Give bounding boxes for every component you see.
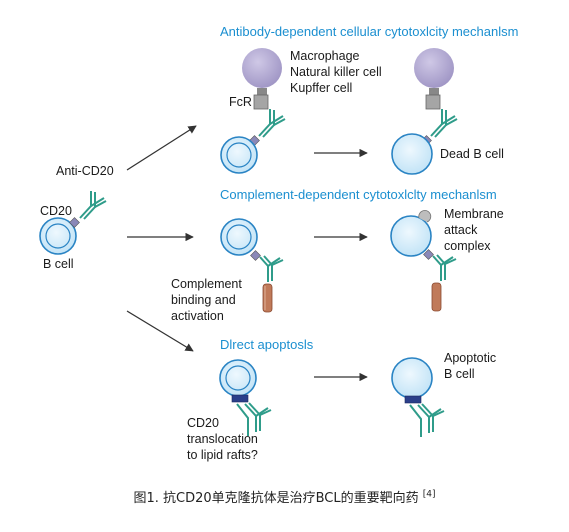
effector-label-3: Kupffer cell	[290, 81, 352, 95]
mac-label-3: complex	[444, 239, 491, 253]
translocation-label-1: CD20	[187, 416, 219, 430]
caption-text: 图1. 抗CD20单克隆抗体是治疗BCL的重要靶向药	[133, 491, 419, 506]
effector-label-1: Macrophage	[290, 49, 360, 63]
apoptotic-label-1: Apoptotic	[444, 351, 496, 365]
complement-label-1: Complement	[171, 277, 242, 291]
b-cell-label: B cell	[43, 257, 74, 271]
lipid-raft-cd20	[231, 394, 249, 403]
translocation-label-2: translocation	[187, 432, 258, 446]
apoptosis-antibodies	[236, 402, 272, 436]
complement-protein-result	[431, 282, 442, 312]
anti-cd20-antibody	[79, 191, 107, 220]
source-b-cell	[39, 217, 77, 255]
apoptotic-label-2: B cell	[444, 367, 475, 381]
cdc-b-cell	[220, 218, 258, 256]
apoptosis-antibodies-result	[409, 403, 445, 437]
apoptotic-b-cell	[391, 357, 433, 399]
mac-label-2: attack	[444, 223, 478, 237]
cdc-title: Complement-dependent cytotoxlclty mechan…	[220, 187, 497, 202]
anti-cd20-label: Anti-CD20	[56, 164, 114, 178]
complement-label-3: activation	[171, 309, 224, 323]
fcr-stalk	[257, 88, 267, 95]
adcc-title: Antibody-dependent cellular cytotoxlcity…	[220, 24, 518, 39]
fcr-label: FcR	[229, 95, 252, 109]
complement-protein	[262, 283, 273, 313]
mac-pore	[418, 210, 432, 223]
figure-caption: 图1. 抗CD20单克隆抗体是治疗BCL的重要靶向药 [4]	[0, 487, 569, 506]
cdc-lysed-b-cell	[390, 215, 432, 257]
effector-cell	[242, 48, 282, 88]
cd20-marker	[69, 217, 80, 228]
lipid-raft-cd20-result	[404, 395, 422, 404]
adcc-b-cell	[220, 136, 258, 174]
effector-cell-result	[414, 48, 454, 88]
fcr-stalk-result	[429, 88, 439, 95]
effector-label-2: Natural killer cell	[290, 65, 382, 79]
complement-label-2: binding and	[171, 293, 236, 307]
cdc-cd20	[250, 250, 261, 261]
arrow-to-apoptosis	[126, 310, 194, 352]
dead-b-cell-label: Dead B cell	[440, 147, 504, 161]
apoptosis-b-cell	[219, 359, 257, 397]
adcc-antibody	[258, 109, 286, 138]
fcr-receptor-result	[425, 94, 441, 110]
mac-label-1: Membrane	[444, 207, 504, 221]
caption-reference[interactable]: [4]	[422, 489, 436, 500]
fcr-receptor	[253, 94, 269, 110]
apoptosis-title: Dlrect apoptosls	[220, 337, 314, 352]
translocation-label-3: to lipid rafts?	[187, 448, 258, 462]
dead-b-cell	[391, 133, 433, 175]
arrow-to-adcc	[126, 125, 197, 171]
cdc-cd20-result	[423, 249, 434, 260]
adcc-antibody-result	[430, 109, 458, 138]
cdc-antibody	[259, 255, 284, 282]
cd20-label: CD20	[40, 204, 72, 218]
cdc-antibody-result	[432, 254, 457, 281]
